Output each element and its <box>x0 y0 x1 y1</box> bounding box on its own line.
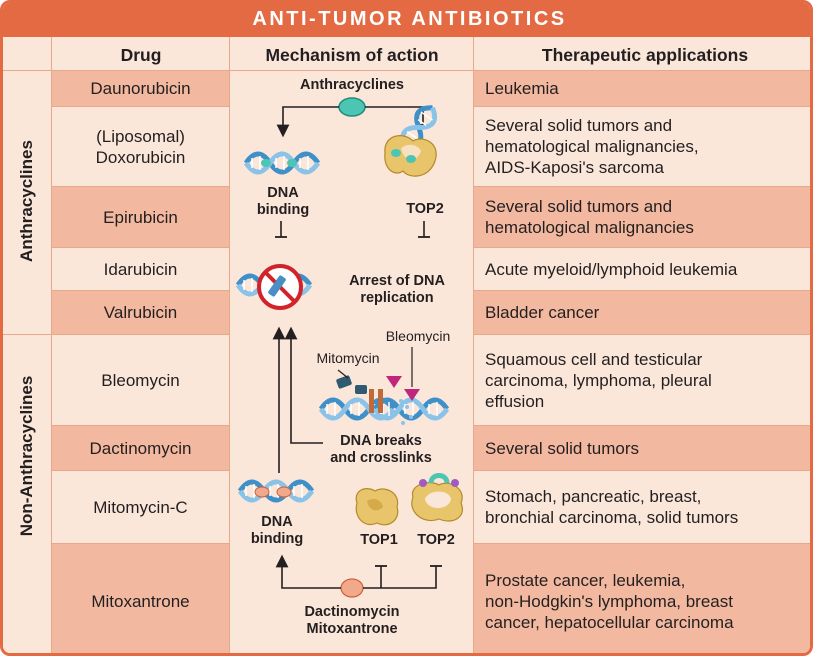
mitomycin-molecule-icon <box>336 369 383 413</box>
drug-name: Idarubicin <box>103 259 178 279</box>
mechanism-diagram <box>230 97 463 598</box>
header-applications-cell <box>474 37 810 71</box>
drug-name: Bleomycin <box>101 370 180 390</box>
label-line: binding <box>250 531 304 547</box>
application-text: non-Hodgkin's lymphoma, breast <box>485 592 733 611</box>
mechanism-top1-label: TOP1 <box>360 532 398 548</box>
drug-name: Epirubicin <box>103 207 178 227</box>
drug-cell: Daunorubicin <box>52 71 230 107</box>
topoisomerase-enzyme-icon <box>384 103 440 177</box>
drug-name-prefix: (Liposomal) <box>96 126 185 146</box>
drug-cell: Idarubicin <box>52 248 230 291</box>
application-cell: Several solid tumors and hematological ma… <box>474 187 810 248</box>
application-cell: Bladder cancer <box>474 291 810 335</box>
dna-helix-icon <box>321 397 447 425</box>
no-replication-icon <box>238 264 310 310</box>
page-title: ANTI-TUMOR ANTIBIOTICS <box>3 3 810 37</box>
application-text: Several solid tumors and <box>485 197 673 216</box>
application-cell: Leukemia <box>474 71 810 107</box>
header-mechanism: Mechanism of action <box>265 45 439 65</box>
topoisomerase-enzyme-icon <box>411 473 463 522</box>
drug-cell: Mitomycin-C <box>52 471 230 544</box>
application-text: Several solid tumors <box>485 438 640 458</box>
application-text: Several solid tumors and <box>485 116 673 135</box>
application-text: Bladder cancer <box>485 303 600 322</box>
drug-molecule-icon <box>340 578 364 598</box>
header-drug: Drug <box>120 45 162 65</box>
application-text: Leukemia <box>485 79 559 98</box>
dna-helix-icon <box>246 154 318 172</box>
label-line: and crosslinks <box>330 450 432 466</box>
application-text: effusion <box>485 391 545 411</box>
header-corner <box>3 37 52 71</box>
application-text: hematological malignancies, <box>485 137 699 156</box>
drug-name: Dactinomycin <box>89 438 192 458</box>
mechanism-bleomycin-label: Bleomycin <box>385 328 451 344</box>
label-line: Mitoxantrone <box>306 621 398 637</box>
group-label-non-anthracyclines: Non-Anthracyclines <box>17 375 36 537</box>
topoisomerase-enzyme-icon <box>355 488 399 526</box>
drug-name: Doxorubicin <box>95 147 186 167</box>
drug-name: Valrubicin <box>103 303 178 322</box>
drug-cell: Mitoxantrone <box>52 544 230 653</box>
label-line: DNA <box>267 185 299 201</box>
application-text: Prostate cancer, leukemia, <box>485 571 686 590</box>
application-cell: Several solid tumors <box>474 426 810 471</box>
label-line: binding <box>256 202 310 218</box>
header-applications: Therapeutic applications <box>541 45 749 65</box>
application-text: Stomach, pancreatic, breast, <box>485 487 702 506</box>
label-line: replication <box>360 290 434 306</box>
group-label-anthracyclines: Anthracyclines <box>17 140 36 262</box>
drug-cell: Valrubicin <box>52 291 230 335</box>
drug-molecule-icon <box>338 97 366 117</box>
label-line: Dactinomycin <box>304 604 400 620</box>
drug-name: Mitoxantrone <box>91 592 190 611</box>
drug-name: Daunorubicin <box>90 79 191 98</box>
application-text: AIDS-Kaposi's sarcoma <box>485 158 664 177</box>
application-cell: Several solid tumors and hematological ma… <box>474 107 810 187</box>
drug-cell: (Liposomal)Doxorubicin <box>52 107 230 187</box>
application-text: carcinoma, lymphoma, pleural <box>485 370 712 390</box>
application-cell: Acute myeloid/lymphoid leukemia <box>474 248 810 291</box>
mechanism-top2-label: TOP2 <box>406 201 444 217</box>
application-text: bronchial carcinoma, solid tumors <box>485 508 739 527</box>
mechanism-mitomycin-label: Mitomycin <box>316 350 380 366</box>
label-line: DNA <box>261 514 293 530</box>
dna-helix-icon <box>240 482 312 500</box>
label-line: Arrest of DNA <box>349 273 445 289</box>
application-text: Acute myeloid/lymphoid leukemia <box>485 259 738 279</box>
header-mechanism-cell <box>230 37 474 71</box>
group-non-anthracyclines-cell <box>3 335 52 653</box>
drug-cell: Epirubicin <box>52 187 230 248</box>
drug-cell: Dactinomycin <box>52 426 230 471</box>
application-cell: Prostate cancer, leukemia, non-Hodgkin's … <box>474 544 810 653</box>
header-drug-cell <box>52 37 230 71</box>
mechanism-top2-label-2: TOP2 <box>417 532 455 548</box>
application-text: cancer, hepatocellular carcinoma <box>485 613 734 632</box>
drug-name: Mitomycin-C <box>93 497 188 517</box>
application-text: hematological malignancies <box>485 218 694 237</box>
bleomycin-molecule-icon <box>386 347 420 401</box>
label-line: DNA breaks <box>340 433 422 449</box>
group-anthracyclines-cell <box>3 71 52 335</box>
drug-cell: Bleomycin <box>52 335 230 426</box>
application-text: Squamous cell and testicular <box>485 349 703 369</box>
application-cell: Stomach, pancreatic, breast, bronchial ca… <box>474 471 810 544</box>
mechanism-anthracyclines-label: Anthracyclines <box>300 77 404 93</box>
